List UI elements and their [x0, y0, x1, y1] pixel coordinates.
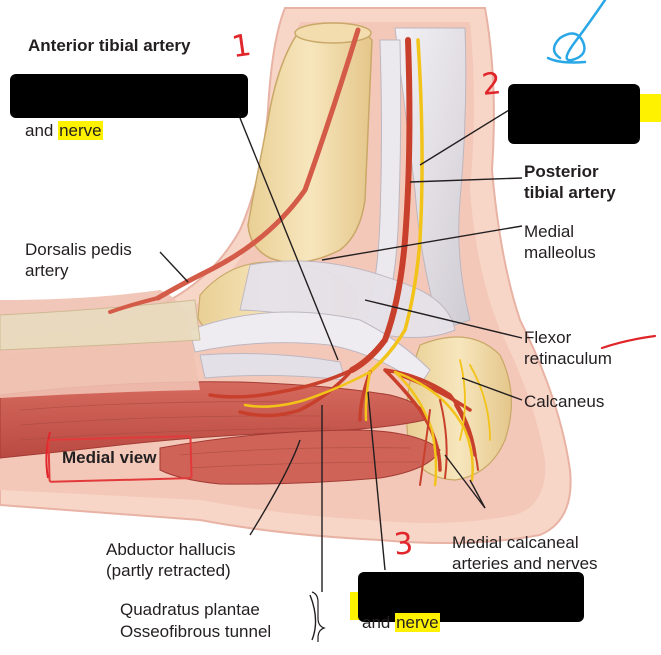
redaction-block-1: [10, 74, 248, 118]
redaction-block-2: [508, 84, 640, 144]
label-calcaneus: Calcaneus: [524, 392, 605, 411]
medial-ligament: [189, 311, 431, 386]
label-dorsalis-pedis-line2: artery: [25, 261, 69, 280]
muscle-fibers: [19, 401, 421, 469]
quadratus-plantae-muscle: [159, 429, 441, 485]
annotation-number-2: 2: [480, 66, 503, 103]
red-mark-right: [600, 334, 657, 350]
and-nerve-top-word: nerve: [58, 121, 103, 140]
label-medial-calcaneal-line1: Medial calcaneal: [452, 533, 579, 552]
leader-lines: [159, 101, 523, 641]
label-abductor-line1: Abductor hallucis: [106, 540, 236, 559]
label-quadratus-plantae: Quadratus plantae: [120, 600, 260, 619]
tunnel-bracket: [311, 591, 326, 642]
tibia-bone: [247, 24, 373, 264]
highlight-right-edge: [640, 94, 661, 122]
annotation-number-1: 1: [229, 27, 254, 66]
posterior-tibial-artery-vessel: [349, 37, 413, 373]
label-and-nerve-top: and nerve: [25, 121, 103, 141]
label-osseofibrous-tunnel: Osseofibrous tunnel: [120, 622, 272, 641]
label-medial-view: Medial view: [62, 448, 157, 467]
tibial-nerve: [368, 38, 424, 374]
label-medial-malleolus-line2: malleolus: [524, 243, 596, 262]
and-nerve-bottom-word: nerve: [395, 613, 440, 632]
forefoot-bones: [0, 299, 201, 351]
label-flexor-retinaculum-line2: retinaculum: [524, 349, 612, 368]
dorsalis-pedis-vessel: [108, 296, 160, 314]
label-and-nerve-bottom: and nerve: [362, 613, 440, 633]
plantar-tendons: [199, 353, 346, 381]
medial-calcaneal-nerve-branches: [459, 359, 491, 441]
label-medial-calcaneal-line2: arteries and nerves: [452, 554, 598, 573]
label-posterior-tibial-line1: Posterior: [524, 162, 599, 181]
label-dorsalis-pedis-line1: Dorsalis pedis: [25, 240, 132, 259]
anterior-tibial-artery-vessel: [155, 27, 361, 301]
blue-scribble-annotation: [546, 0, 607, 64]
plantar-arteries: [208, 368, 477, 472]
label-anterior-tibial-artery: Anterior tibial artery: [28, 36, 191, 55]
annotation-number-3: 3: [392, 526, 415, 563]
and-nerve-top-prefix: and: [25, 121, 59, 140]
label-medial-malleolus-line1: Medial: [524, 222, 575, 241]
medial-calcaneal-branches: [419, 399, 479, 486]
tibia-top-cut: [294, 22, 372, 44]
label-posterior-tibial-line2: tibial artery: [524, 183, 616, 202]
label-flexor-retinaculum-line1: Flexor: [524, 328, 572, 347]
red-bracket-left: [45, 431, 51, 479]
label-abductor-line2: (partly retracted): [106, 561, 231, 580]
plantar-nerves: [243, 370, 474, 487]
and-nerve-bottom-prefix: and: [362, 613, 396, 632]
